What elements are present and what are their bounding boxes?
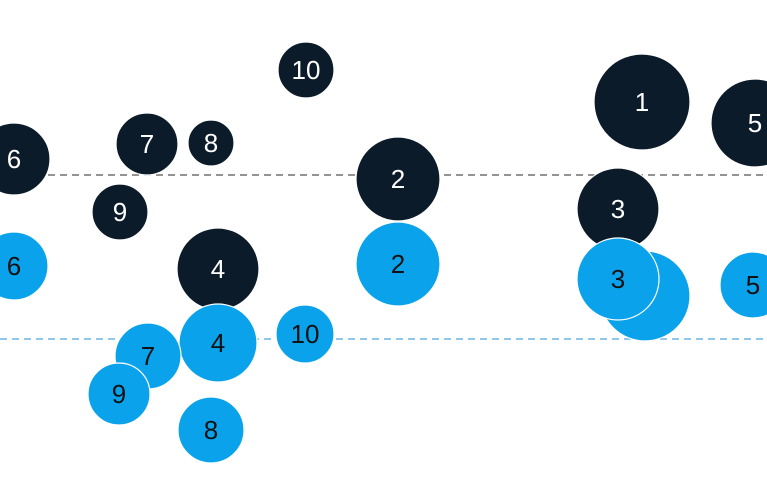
bubble-label-blue-2: 2 (391, 249, 405, 279)
bubble-label-blue-7: 7 (141, 341, 155, 371)
bubble-label-dark-3: 3 (611, 194, 625, 224)
bubble-dark-1 (593, 53, 691, 151)
bubble-blue-9 (87, 362, 151, 426)
series-blue: 12346578910 (0, 221, 767, 464)
bubble-label-blue-9: 9 (112, 379, 126, 409)
bubble-label-dark-1: 1 (635, 87, 649, 117)
bubble-label-dark-7: 7 (140, 129, 154, 159)
bubble-blue-6 (0, 231, 49, 301)
bubble-blue-4 (178, 303, 258, 383)
bubble-label-blue-3: 3 (611, 264, 625, 294)
bubble-blue-5 (719, 251, 767, 319)
bubble-dark-9 (91, 183, 149, 241)
bubble-dark-6 (0, 122, 51, 196)
bubble-label-dark-8: 8 (204, 128, 218, 158)
bubble-label-dark-4: 4 (211, 254, 225, 284)
bubble-label-dark-5: 5 (748, 108, 762, 138)
bubble-label-blue-5: 5 (746, 270, 760, 300)
bubble-dark-5 (710, 78, 767, 168)
series-dark: 1 5 2 3 4 6 7 9 10 8 (0, 41, 767, 311)
bubble-dark-2 (355, 136, 441, 222)
bubble-blue-2 (355, 221, 441, 307)
bubble-label-dark-6: 6 (7, 144, 21, 174)
bubble-label-dark-10: 10 (292, 55, 321, 85)
bubble-label-dark-9: 9 (113, 197, 127, 227)
bubble-label-blue-10: 10 (291, 319, 320, 349)
bubble-label-blue-6: 6 (7, 251, 21, 281)
bubble-dark-7 (115, 112, 179, 176)
bubble-blue-8 (177, 396, 245, 464)
bubble-blue-10 (275, 304, 335, 364)
bubble-label-blue-4: 4 (211, 328, 225, 358)
bubble-label-blue-8: 8 (204, 415, 218, 445)
bubble-layer: 1 5 2 3 4 6 7 9 10 81 2 3 4 6 5 7 8 9 10 (0, 41, 767, 464)
bubble-dark-8 (187, 119, 235, 167)
bubble-dark-10 (277, 41, 335, 99)
bubble-label-dark-2: 2 (391, 164, 405, 194)
bubble-blue-3 (576, 237, 660, 321)
